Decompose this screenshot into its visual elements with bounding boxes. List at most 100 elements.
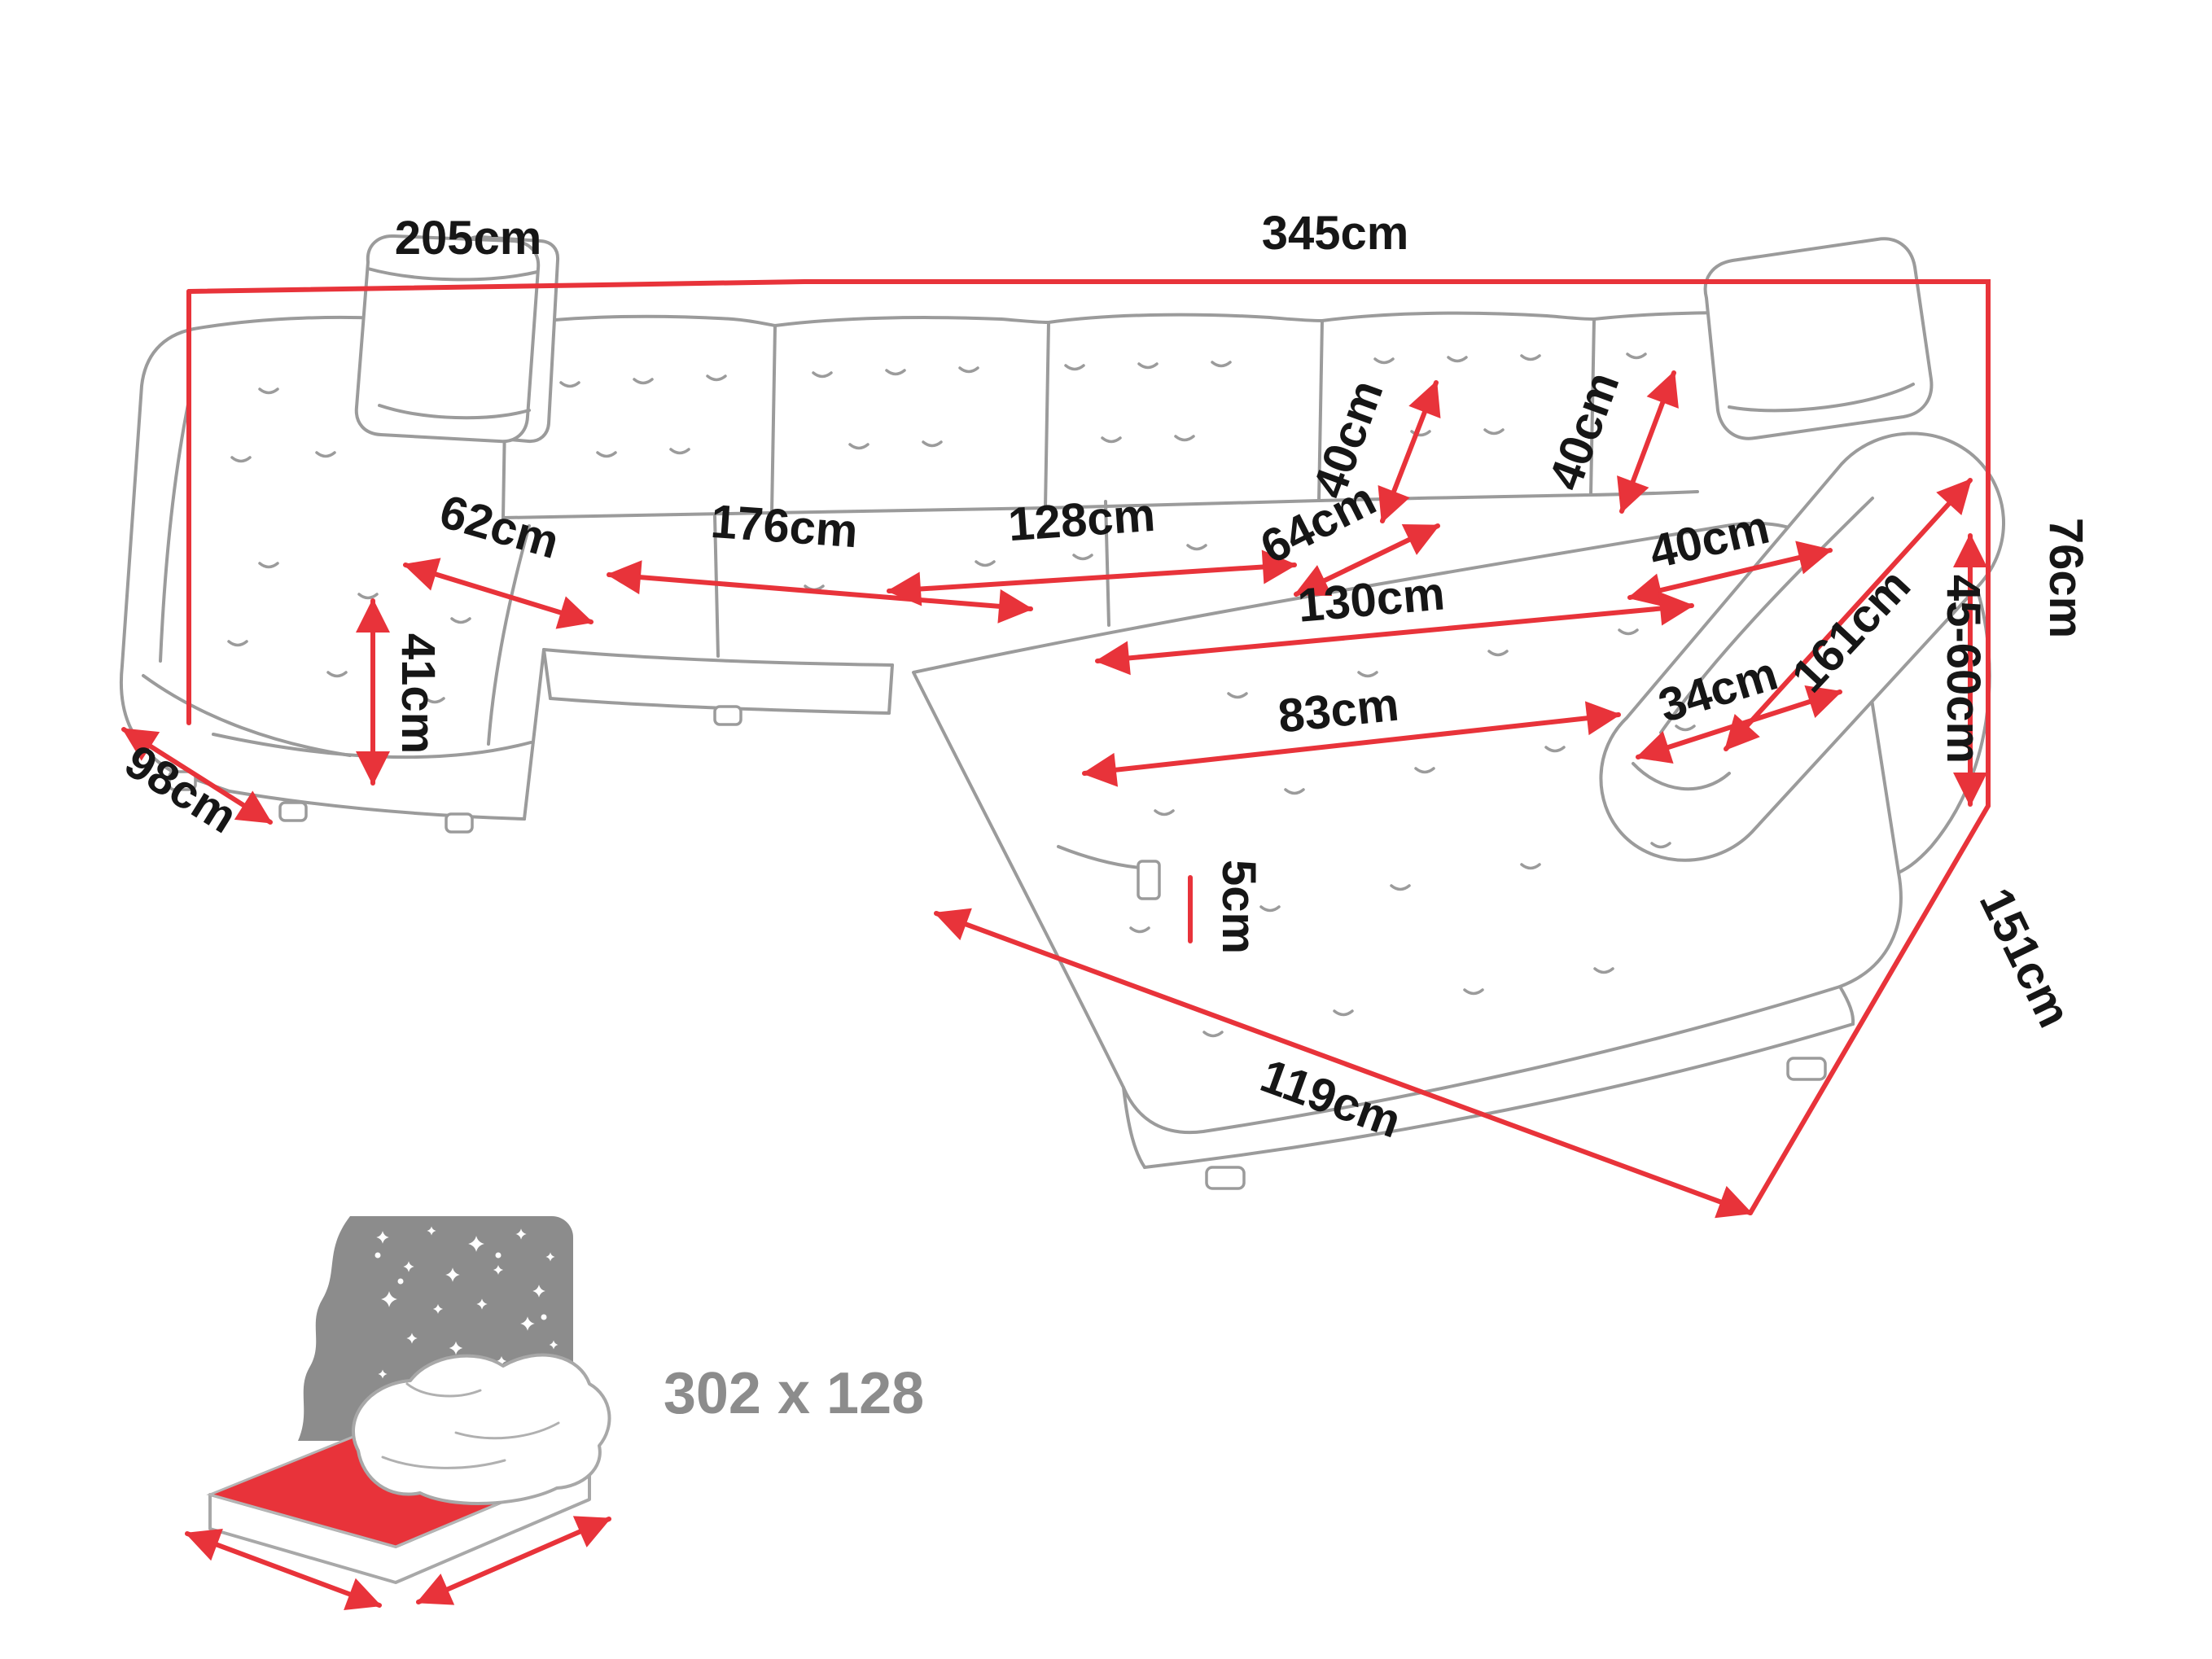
tuft-mark — [1520, 354, 1541, 361]
sleep-function-icon: 302 x 128 — [185, 1216, 924, 1611]
dim-line-40-left — [1378, 380, 1441, 523]
tuft-mark — [1186, 544, 1207, 551]
tuft-mark — [1211, 361, 1232, 368]
left-end-roll-line — [142, 674, 352, 757]
dim-label-98: 98cm — [116, 735, 246, 844]
tuft-mark — [958, 366, 979, 374]
tuft-mark — [1447, 356, 1468, 363]
dim-line-128 — [887, 549, 1297, 606]
dim-line-161 — [1724, 478, 1973, 751]
backrest-seam-5 — [1589, 317, 1596, 497]
tuft-mark — [258, 562, 279, 569]
left-inner-side-edge — [523, 648, 545, 821]
tuft-mark — [1373, 357, 1395, 365]
dim-label-5: 5cm — [1212, 860, 1265, 954]
left-corner-seam — [487, 524, 531, 746]
duvet-crease — [381, 1382, 560, 1469]
tuft-mark — [1174, 435, 1195, 442]
dim-label-41: 41cm — [392, 633, 445, 754]
backrest-seam-3 — [1044, 321, 1050, 510]
dim-label-40-left: 40cm — [1303, 374, 1394, 506]
right-pillow — [1703, 237, 1934, 440]
tuft-mark — [669, 448, 690, 455]
dim-line-98 — [121, 727, 273, 825]
sofa-leg — [278, 801, 308, 822]
tuft-mark — [1483, 428, 1505, 436]
left-pillow-crease-top — [366, 267, 539, 282]
tuft-mark — [1072, 554, 1093, 561]
tuft-mark — [812, 371, 833, 379]
middle-seat-front-edge — [542, 648, 894, 667]
star-dot — [397, 1278, 404, 1285]
tuft-mark — [1626, 352, 1647, 360]
left-backrest-base-line — [159, 399, 191, 663]
tuft-mark — [596, 451, 617, 458]
dim-line-119 — [934, 908, 1753, 1219]
star-dot — [541, 1314, 547, 1320]
dim-line-176 — [607, 560, 1033, 624]
tuft-mark — [559, 381, 580, 388]
chaise-left-base-line — [1057, 845, 1141, 869]
dim-line-outline-box — [186, 279, 1991, 808]
tuft-mark — [357, 593, 379, 600]
dim-label-76: 76cm — [2039, 518, 2092, 638]
tuft-mark — [326, 671, 348, 678]
sleeping-area-label: 302 x 128 — [664, 1361, 924, 1426]
tuft-mark — [706, 374, 727, 382]
night-sky-wavy-edge — [274, 1216, 350, 1441]
dim-label-176: 176cm — [709, 495, 860, 558]
right-pillow-crease — [1728, 383, 1915, 413]
bed-width-arrow — [416, 1516, 611, 1605]
tuft-mark — [922, 440, 943, 448]
tuft-mark — [227, 640, 248, 647]
chaise-front-right-drop — [1838, 985, 1855, 1026]
dim-label-83: 83cm — [1276, 678, 1401, 743]
tuft-mark — [975, 560, 996, 567]
sofa-leg — [1786, 1057, 1827, 1081]
middle-plinth-left-end — [542, 648, 552, 700]
dim-label-62: 62cm — [434, 485, 565, 569]
middle-plinth-right-end — [887, 663, 894, 715]
dim-line-64 — [1294, 523, 1440, 597]
tuft-mark — [450, 617, 471, 624]
left-front-bottom-edge — [228, 790, 526, 821]
star-dot — [375, 1252, 381, 1258]
armrest-front-cap-crease — [1632, 762, 1731, 791]
left-pillow-front — [354, 234, 541, 444]
dim-label-205: 205cm — [395, 212, 542, 265]
tuft-mark — [848, 443, 869, 450]
dim-label-151: 151cm — [1969, 880, 2082, 1035]
dim-line-40-right — [1617, 370, 1679, 514]
dim-label-45-60: 45-60cm — [1937, 575, 1990, 764]
dim-line-83 — [1082, 701, 1621, 787]
backrest-seam-2 — [770, 324, 777, 514]
dim-label-128: 128cm — [1006, 488, 1157, 551]
left-pillow-crease-bottom — [378, 404, 531, 420]
tuft-mark — [633, 378, 654, 385]
dimension-lines — [121, 279, 1991, 1219]
tuft-mark — [1137, 362, 1159, 370]
sofa-leg — [1205, 1166, 1246, 1190]
left-outer-edge — [119, 327, 231, 793]
backrest-bottom-edge — [502, 490, 1699, 519]
tuft-mark — [258, 387, 279, 395]
bed-length-arrow — [185, 1528, 382, 1611]
tuft-mark — [616, 578, 637, 585]
sofa-foot — [1137, 860, 1161, 900]
dim-line-62 — [403, 558, 594, 629]
backrest-seam-4 — [1317, 319, 1324, 502]
sofa-leg — [445, 812, 474, 834]
sofa-leg — [713, 705, 742, 726]
tuft-mark — [230, 456, 252, 463]
tuft-mark — [885, 369, 906, 376]
dim-line-151 — [1748, 803, 1991, 1215]
dim-label-130: 130cm — [1296, 567, 1448, 632]
dim-line-130 — [1095, 591, 1694, 676]
star-dot — [495, 1252, 502, 1258]
dim-label-345: 345cm — [1262, 207, 1409, 260]
tuft-mark — [1064, 364, 1085, 371]
pillows — [354, 234, 1934, 444]
dim-label-40-right: 40cm — [1539, 366, 1630, 497]
